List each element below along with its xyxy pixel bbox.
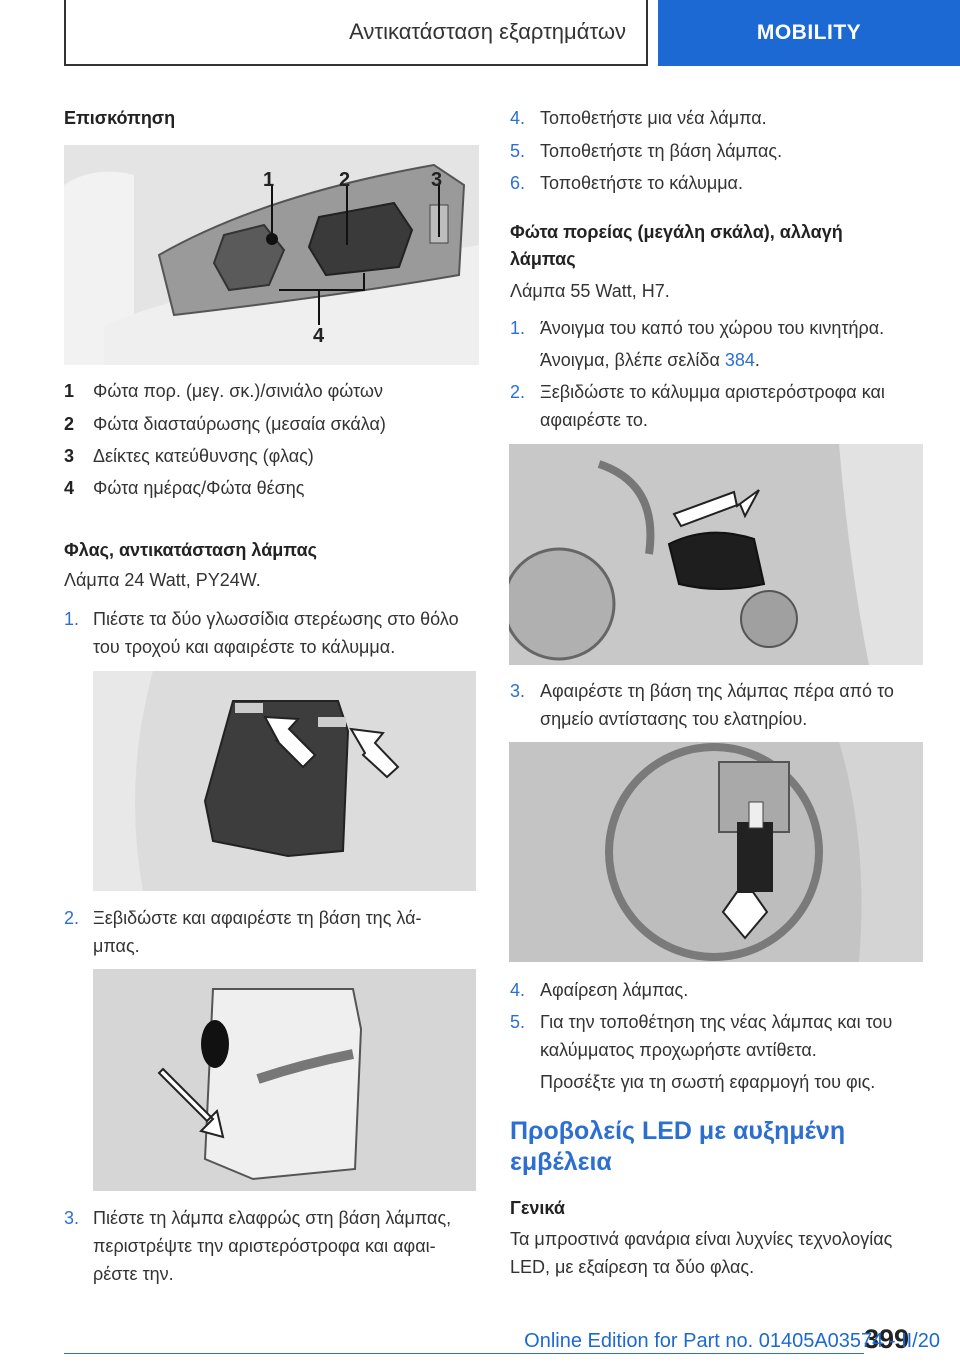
hb-step-text-3a: Αφαιρέστε τη βάση της λάμπας πέρα από το — [540, 681, 894, 701]
callout-3: 3 — [431, 169, 443, 191]
general-text-line1: Τα μπροστινά φανάρια είναι λυχνίες τεχνο… — [510, 1229, 893, 1249]
flash-step-text-2b: μπας. — [93, 936, 140, 956]
highbeam-heading-line1: Φώτα πορείας (μεγάλη σκάλα), αλλαγή — [510, 222, 843, 242]
hb-step-note: Προσέξτε για τη σωστή εφαρμογή του φις. — [540, 1072, 876, 1092]
wheel-arch-cover-image — [93, 671, 476, 891]
legend-text-2: Φώτα διασταύρωσης (μεσαία σκάλα) — [93, 414, 386, 434]
flash-step-text-1b: του τροχού και αφαιρέστε το κάλυμμα. — [93, 637, 396, 657]
flash-step-text-1a: Πιέστε τα δύο γλωσσίδια στερέωσης στο θό… — [93, 609, 459, 629]
flash-step-text-3a: Πιέστε τη λάμπα ελαφρώς στη βάση λάμπας, — [93, 1208, 452, 1228]
flash-step-text-2a: Ξεβιδώστε και αφαιρέστε τη βάση της λά- — [93, 908, 422, 928]
header-section-title: Αντικατάσταση εξαρτημάτων — [64, 0, 648, 66]
flash-step-number-4: 4. — [510, 108, 526, 128]
headlight-overview-image — [64, 145, 479, 365]
engine-bay-cover-image — [509, 444, 923, 665]
page-384-link[interactable]: 384 — [724, 350, 755, 370]
bulb-socket-image — [93, 969, 476, 1191]
callout-2: 2 — [339, 169, 351, 191]
headlight-overview-illustration — [64, 145, 479, 365]
general-text-line2: LED, με εξαίρεση τα δύο φλας. — [510, 1257, 755, 1277]
legend-number-2: 2 — [64, 414, 75, 434]
hb-step-text-4: Αφαίρεση λάμπας. — [540, 980, 689, 1000]
overview-heading: Επισκόπηση — [64, 108, 176, 128]
hb-step-text-2b: αφαιρέστε το. — [540, 410, 648, 430]
flash-step-number-1: 1. — [64, 609, 80, 629]
header-chapter-tab[interactable]: MOBILITY — [658, 0, 960, 66]
hb-step-number-5: 5. — [510, 1012, 526, 1032]
hb-step-ref-prefix: Άνοιγμα, βλέπε σελίδα — [540, 350, 725, 370]
flash-step-text-5: Τοποθετήστε τη βάση λάμπας. — [540, 141, 783, 161]
legend-number-4: 4 — [64, 478, 75, 498]
lamp-holder-image — [509, 742, 923, 962]
hb-step-number-4: 4. — [510, 980, 526, 1000]
hb-step-text-3b: σημείο αντίστασης του ελατηρίου. — [540, 709, 808, 729]
legend-number-3: 3 — [64, 446, 75, 466]
highbeam-heading-line2: λάμπας — [510, 249, 576, 269]
footer-divider — [64, 1353, 864, 1354]
led-heading-line1: Προβολείς LED με αυξημένη — [510, 1117, 846, 1145]
legend-text-3: Δείκτες κατεύθυνσης (φλας) — [93, 446, 314, 466]
hb-step-text-5b: καλύμματος προχωρήστε αντίθετα. — [540, 1040, 817, 1060]
highbeam-lamp-spec: Λάμπα 55 Watt, H7. — [510, 281, 670, 301]
legend-text-1: Φώτα πορ. (μεγ. σκ.)/σινιάλο φώτων — [93, 381, 383, 401]
flash-step-number-5: 5. — [510, 141, 526, 161]
legend-number-1: 1 — [64, 381, 75, 401]
legend-text-4: Φώτα ημέρας/Φώτα θέσης — [93, 478, 305, 498]
hb-step-text-5a: Για την τοποθέτηση της νέας λάμπας και τ… — [540, 1012, 893, 1032]
bulb-socket-illustration — [93, 969, 476, 1191]
general-heading: Γενικά — [510, 1198, 565, 1218]
flash-step-text-4: Τοποθετήστε μια νέα λάμπα. — [540, 108, 767, 128]
flash-step-text-3c: ρέστε την. — [93, 1264, 174, 1284]
hb-step-ref: Άνοιγμα, βλέπε σελίδα 384. — [540, 346, 760, 375]
hb-step-number-1: 1. — [510, 318, 526, 338]
flash-step-number-6: 6. — [510, 173, 526, 193]
lamp-holder-illustration — [509, 742, 923, 962]
hb-step-text-2a: Ξεβιδώστε το κάλυμμα αριστερόστροφα και — [540, 382, 885, 402]
flash-heading: Φλας, αντικατάσταση λάμπας — [64, 540, 318, 560]
flash-step-text-6: Τοποθετήστε το κάλυμμα. — [540, 173, 743, 193]
page-number: 399 — [864, 1324, 910, 1354]
callout-4: 4 — [313, 325, 325, 347]
hb-step-number-2: 2. — [510, 382, 526, 402]
hb-step-text-1: Άνοιγμα του καπό του χώρου του κινητήρα. — [540, 318, 885, 338]
flash-step-number-2: 2. — [64, 908, 80, 928]
flash-step-text-3b: περιστρέψτε την αριστερόστροφα και αφαι- — [93, 1236, 436, 1256]
hb-step-ref-suffix: . — [754, 350, 760, 370]
led-heading-line2: εμβέλεια — [510, 1148, 612, 1176]
hb-step-number-3: 3. — [510, 681, 526, 701]
callout-1: 1 — [263, 169, 275, 191]
engine-bay-cover-illustration — [509, 444, 923, 665]
flash-step-number-3: 3. — [64, 1208, 80, 1228]
flash-lamp-spec: Λάμπα 24 Watt, PY24W. — [64, 570, 261, 590]
wheel-arch-cover-illustration — [93, 671, 476, 891]
footer-edition: Online Edition for Part no. 01405A03574 … — [524, 1330, 940, 1352]
